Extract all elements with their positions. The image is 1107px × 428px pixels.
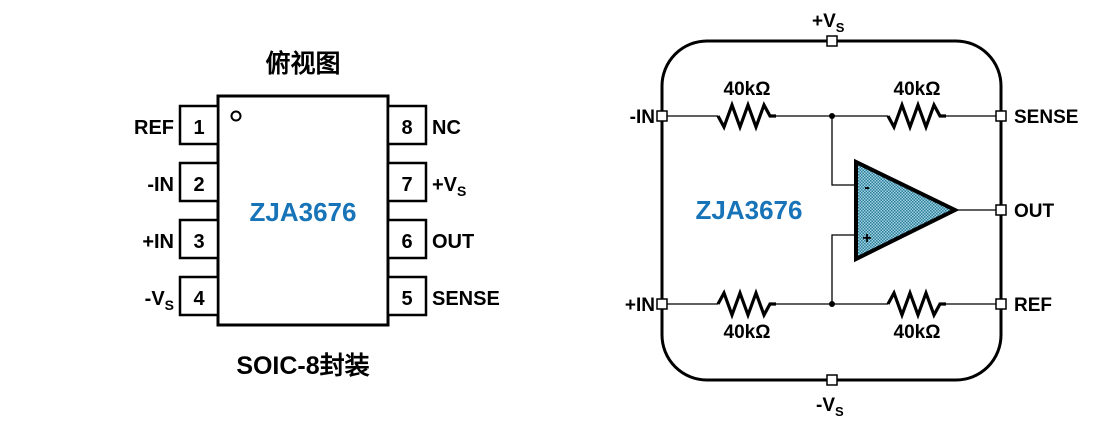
schematic-chip-name: ZJA3676 <box>696 195 803 225</box>
pin-number: 8 <box>401 117 412 139</box>
pin-number: 1 <box>193 117 204 139</box>
pin-4: 4 -VS <box>145 275 220 317</box>
label-in-pos: +IN <box>625 295 655 316</box>
wire-inv-input <box>831 116 856 186</box>
pin-label: NC <box>432 117 461 139</box>
resistor-2-zigzag <box>886 100 946 132</box>
package-title: 俯视图 <box>265 49 340 78</box>
pin-number: 7 <box>401 174 412 196</box>
label-sense: SENSE <box>1014 107 1078 128</box>
resistor-4-zigzag <box>886 288 946 320</box>
pin-box <box>386 104 428 146</box>
pin-7: 7 +VS <box>386 161 466 203</box>
pin1-marker-dot <box>230 110 242 122</box>
package-footer: SOIC-8封装 <box>236 352 369 380</box>
pin-box <box>386 161 428 203</box>
chip-name-label: ZJA3676 <box>250 197 357 227</box>
pin-box <box>178 275 220 317</box>
resistor-3-zigzag <box>716 288 776 320</box>
opamp-inv-symbol: - <box>864 179 869 196</box>
pin-8: 8 NC <box>386 104 461 146</box>
pin-number: 2 <box>193 174 204 196</box>
pin-2: 2 -IN <box>147 161 220 203</box>
supply-top-terminal <box>826 35 838 47</box>
terminal-out <box>995 204 1007 216</box>
supply-bottom-label: -VS <box>816 395 844 419</box>
pin-label: SENSE <box>432 288 500 310</box>
pin-number: 4 <box>193 288 205 310</box>
resistor-3-value: 40kΩ <box>724 322 771 343</box>
package-top-view: 俯视图 ZJA3676 1 REF 2 -IN 3 +IN 4 -VS 8 <box>134 49 500 380</box>
internal-schematic: +VS -VS 40kΩ 40kΩ 40kΩ 40kΩ <box>625 11 1079 419</box>
pin-1: 1 REF <box>134 104 220 146</box>
pin-box <box>178 104 220 146</box>
wires <box>667 115 998 305</box>
pin-label: +IN <box>142 231 174 253</box>
opamp-triangle <box>854 158 960 263</box>
label-in-neg: -IN <box>630 107 655 128</box>
wire-noninv-input <box>831 234 856 304</box>
pin-number: 5 <box>401 288 412 310</box>
pin-box <box>386 275 428 317</box>
terminal-sense <box>995 110 1007 122</box>
terminal-in-neg <box>656 110 668 122</box>
label-ref: REF <box>1014 295 1052 316</box>
pin-box <box>178 218 220 260</box>
pin-6: 6 OUT <box>386 218 474 260</box>
pin-label: -IN <box>147 174 174 196</box>
pin-label: +VS <box>432 174 466 199</box>
pin-5: 5 SENSE <box>386 275 500 317</box>
resistor-2-value: 40kΩ <box>894 79 941 100</box>
pin-label: OUT <box>432 231 474 253</box>
pin-label: -VS <box>145 288 174 313</box>
junction-dot <box>829 113 835 119</box>
opamp-noninv-symbol: + <box>862 230 871 247</box>
pin-number: 3 <box>193 231 204 253</box>
pin-number: 6 <box>401 231 412 253</box>
pin-label: REF <box>134 117 174 139</box>
pin-3: 3 +IN <box>142 218 220 260</box>
supply-bottom-terminal <box>826 374 838 386</box>
terminal-ref <box>995 298 1007 310</box>
chip-body <box>216 94 390 327</box>
pin-box <box>386 218 428 260</box>
junction-dot <box>829 301 835 307</box>
terminal-in-pos <box>656 298 668 310</box>
supply-top-label: +VS <box>812 11 845 35</box>
label-out: OUT <box>1014 201 1055 222</box>
resistor-1-zigzag <box>716 100 776 132</box>
pin-box <box>178 161 220 203</box>
resistor-4-value: 40kΩ <box>894 322 941 343</box>
resistor-1-value: 40kΩ <box>724 79 771 100</box>
